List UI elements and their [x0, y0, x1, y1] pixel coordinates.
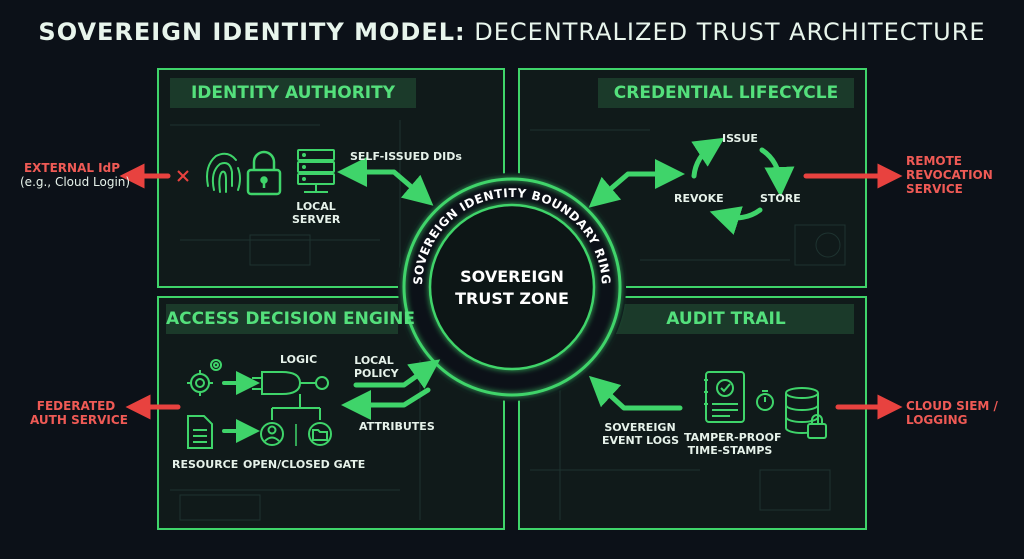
dids-arrow: [337, 157, 434, 206]
heading-credential-lifecycle: CREDENTIAL LIFECYCLE: [613, 83, 839, 103]
federated-line-1: FEDERATED: [36, 399, 116, 413]
local-policy-line-1: LOCAL: [354, 354, 394, 367]
issue-label: ISSUE: [722, 132, 758, 145]
local-server-line-1: LOCAL: [296, 200, 336, 213]
title-bold: SOVEREIGN IDENTITY MODEL:: [38, 18, 466, 46]
server-icon: [297, 149, 335, 193]
federated-line-2: AUTH SERVICE: [30, 413, 128, 427]
sovereign-trust-zone: SOVEREIGN TRUST ZONE: [450, 266, 574, 310]
heading-access-decision-engine: ACCESS DECISION ENGINE: [166, 309, 416, 329]
local-policy-arrow: [353, 359, 441, 389]
audit-clipboard-icon: [704, 371, 745, 423]
database-lock-icon: [785, 387, 827, 439]
local-server-line-2: SERVER: [292, 213, 341, 226]
sovereign-event-logs-label: SOVEREIGN EVENT LOGS: [602, 421, 679, 447]
user-icon: [260, 422, 284, 446]
lifecycle-arrow: [588, 159, 685, 208]
zone-line-2: TRUST ZONE: [455, 289, 569, 308]
store-label: STORE: [760, 192, 801, 205]
zone-line-1: SOVEREIGN: [460, 267, 564, 286]
external-idp-line-1: EXTERNAL IdP: [23, 161, 121, 175]
lifecycle-cycle: [691, 137, 795, 235]
revoke-label: REVOKE: [674, 192, 724, 205]
diagram-title: SOVEREIGN IDENTITY MODEL: DECENTRALIZED …: [0, 18, 1024, 46]
folder-icon: [308, 422, 332, 446]
local-server-label: LOCAL SERVER: [292, 200, 340, 226]
resource-document-icon: [187, 415, 213, 449]
revocation-line-3: SERVICE: [906, 182, 963, 196]
open-closed-gate-label: OPEN/CLOSED GATE: [243, 458, 366, 471]
external-idp-line-2: (e.g., Cloud Login): [20, 175, 131, 189]
tamper-proof-line-2: TIME-STAMPS: [687, 444, 773, 457]
siem-line-2: LOGGING: [906, 413, 968, 427]
local-policy-label: LOCAL POLICY: [354, 354, 399, 380]
boundary-ring: SOVEREIGN IDENTITY BOUNDARY RING: [398, 173, 626, 401]
federated-auth-label: FEDERATED AUTH SERVICE: [30, 399, 128, 427]
revocation-line-2: REVOCATION: [906, 168, 993, 182]
self-issued-dids-label: SELF-ISSUED DIDs: [350, 150, 462, 163]
local-policy-line-2: POLICY: [354, 367, 399, 380]
lock-icon: [246, 150, 282, 196]
attributes-label: ATTRIBUTES: [359, 420, 435, 433]
settings-gear-icon: [187, 359, 222, 396]
revocation-line-1: REMOTE: [906, 154, 962, 168]
stopwatch-icon: [756, 390, 774, 411]
logic-label: LOGIC: [280, 353, 318, 366]
resource-label: RESOURCE: [172, 458, 239, 471]
heading-audit-trail: AUDIT TRAIL: [666, 309, 786, 329]
attributes-arrow: [341, 387, 431, 420]
title-rest: DECENTRALIZED TRUST ARCHITECTURE: [474, 18, 986, 46]
tamper-proof-label: TAMPER-PROOF TIME-STAMPS: [684, 431, 782, 457]
logic-gate-icon: [252, 371, 329, 395]
cloud-siem-label: CLOUD SIEM / LOGGING: [906, 399, 998, 427]
panel-access-decision-engine: [157, 296, 505, 530]
remote-revocation-label: REMOTE REVOCATION SERVICE: [906, 154, 993, 196]
event-logs-line-2: EVENT LOGS: [602, 434, 679, 447]
fingerprint-icon: [206, 152, 241, 193]
event-logs-arrow: [588, 375, 683, 411]
heading-identity-authority: IDENTITY AUTHORITY: [190, 83, 396, 103]
gate-branch-lines: [271, 394, 321, 420]
external-idp-label: EXTERNAL IdP (e.g., Cloud Login): [20, 161, 131, 189]
event-logs-line-1: SOVEREIGN: [604, 421, 676, 434]
siem-line-1: CLOUD SIEM /: [906, 399, 998, 413]
tamper-proof-line-1: TAMPER-PROOF: [684, 431, 782, 444]
blocked-x-icon: [177, 170, 189, 182]
